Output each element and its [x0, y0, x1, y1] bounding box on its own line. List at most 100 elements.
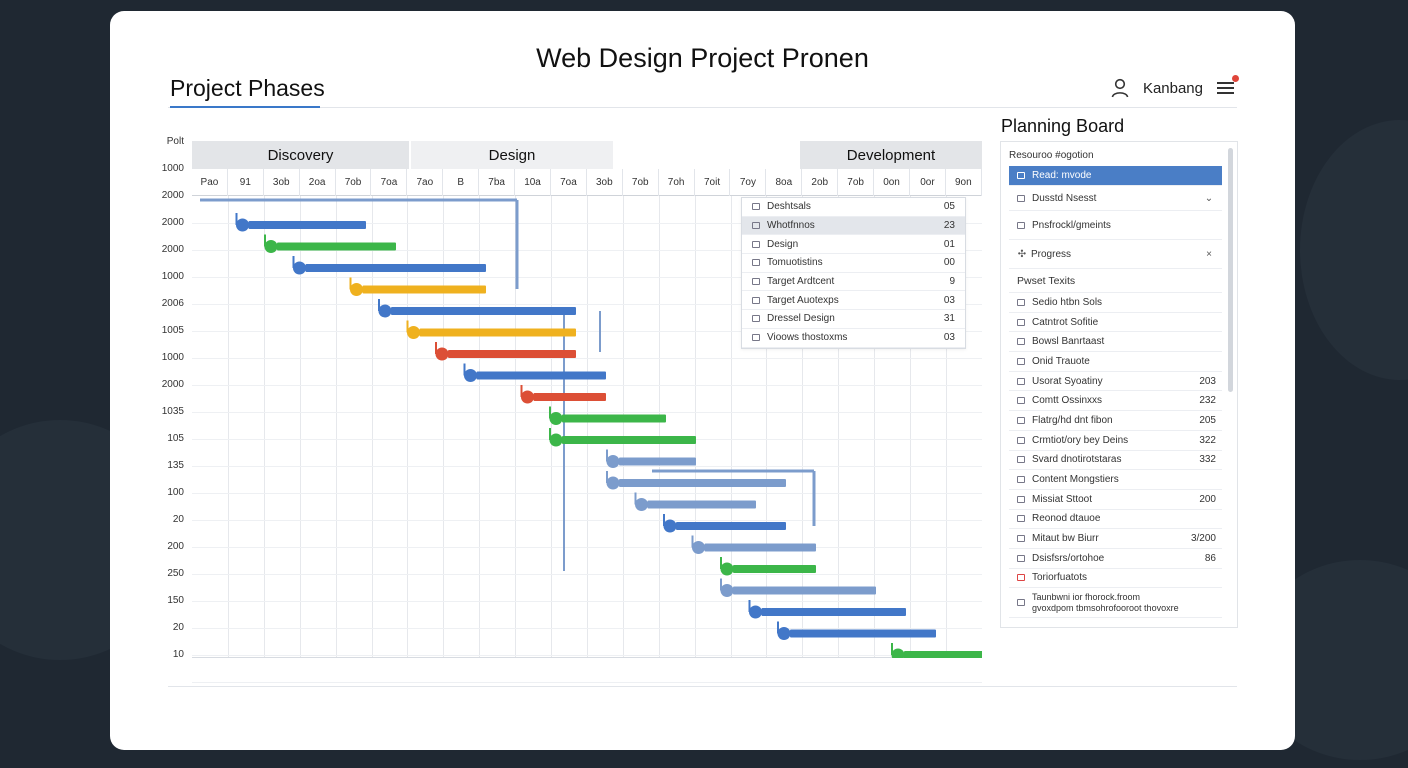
task-milestone-dot[interactable]	[236, 218, 249, 232]
task-milestone-dot[interactable]	[464, 369, 477, 382]
task-bar[interactable]	[619, 457, 696, 466]
task-milestone-dot[interactable]	[891, 648, 905, 659]
task-bar[interactable]	[562, 414, 666, 423]
task-milestone-dot[interactable]	[378, 304, 392, 318]
doc-icon	[1017, 172, 1025, 179]
task-bar[interactable]	[676, 522, 786, 530]
timeline-date: B	[443, 169, 480, 196]
board-item[interactable]: Onid Trauote	[1009, 352, 1222, 372]
task-milestone-dot[interactable]	[720, 562, 734, 576]
task-milestone-dot[interactable]	[606, 476, 620, 490]
task-milestone-dot[interactable]	[777, 627, 791, 640]
timeline-date: 0on	[874, 169, 910, 196]
y-axis-label: 135	[167, 460, 184, 471]
board-item[interactable]: Reonod dtauoe	[1009, 510, 1222, 530]
task-milestone-dot[interactable]	[350, 283, 363, 296]
timeline-date: 7oy	[731, 169, 767, 196]
y-axis-label: 2000	[161, 190, 184, 201]
board-item-label: Taunbwni ior fhorock.froom gvoxdpom tbms…	[1032, 591, 1179, 613]
menu-icon[interactable]	[1215, 75, 1239, 99]
task-bar[interactable]	[533, 393, 607, 401]
board-item[interactable]: Taunbwni ior fhorock.froom gvoxdpom tbms…	[1009, 588, 1222, 619]
board-item[interactable]: Toriorfuatots	[1009, 569, 1222, 589]
task-milestone-dot[interactable]	[692, 541, 705, 554]
board-row-2[interactable]: Dusstd Nsesst⌄	[1009, 186, 1222, 211]
task-bar[interactable]	[733, 565, 816, 573]
grid-line-horizontal	[192, 412, 982, 413]
task-milestone-dot[interactable]	[549, 412, 563, 425]
close-icon[interactable]: ×	[1206, 248, 1212, 260]
task-bar[interactable]	[619, 479, 786, 487]
task-milestone-dot[interactable]	[407, 326, 420, 339]
board-item-value: 3/200	[1190, 533, 1216, 545]
board-item-label: Catntrot Sofitie	[1032, 316, 1099, 328]
task-milestone-dot[interactable]	[293, 261, 306, 275]
board-item-label: Mitaut bw Biurr	[1032, 533, 1099, 545]
tab-project-phases[interactable]: Project Phases	[170, 75, 325, 101]
phase-discovery[interactable]: Discovery	[192, 141, 409, 169]
task-bar[interactable]	[761, 608, 907, 616]
task-milestone-dot[interactable]	[635, 498, 648, 511]
task-milestone-dot[interactable]	[606, 455, 620, 468]
task-bar[interactable]	[419, 328, 577, 337]
grid-line-vertical	[443, 196, 445, 657]
task-bar[interactable]	[904, 651, 982, 658]
task-milestone-dot[interactable]	[663, 519, 677, 533]
task-milestone-dot[interactable]	[749, 605, 762, 619]
task-bar[interactable]	[562, 436, 696, 444]
task-bar[interactable]	[248, 221, 367, 229]
task-bar[interactable]	[305, 264, 487, 272]
task-bar[interactable]	[476, 371, 607, 380]
phase-development[interactable]: Development	[800, 141, 982, 169]
board-item[interactable]: Bowsl Banrtaast	[1009, 332, 1222, 353]
board-row-4[interactable]: ✣Progress×	[1009, 240, 1222, 269]
task-bar[interactable]	[448, 350, 576, 358]
user-name[interactable]: Kanbang	[1142, 79, 1203, 97]
board-item[interactable]: Catntrot Sofitie	[1009, 313, 1222, 333]
user-icon[interactable]	[1109, 77, 1131, 99]
task-bar[interactable]	[733, 586, 876, 595]
doc-icon	[1017, 221, 1025, 229]
task-bar[interactable]	[647, 500, 757, 509]
option-value: 01	[943, 238, 955, 250]
task-bar[interactable]	[277, 242, 396, 251]
chevron-down-icon[interactable]: ⌄	[1204, 192, 1214, 204]
task-bar[interactable]	[391, 307, 576, 315]
task-milestone-dot[interactable]	[720, 584, 734, 597]
task-milestone-dot[interactable]	[264, 240, 278, 253]
phase-design[interactable]: Design	[411, 141, 613, 169]
task-milestone-dot[interactable]	[435, 347, 449, 361]
task-milestone-dot[interactable]	[521, 390, 534, 404]
task-bar[interactable]	[362, 285, 487, 294]
task-milestone-dot[interactable]	[549, 433, 563, 447]
doc-icon	[1017, 574, 1025, 582]
task-bar[interactable]	[790, 629, 936, 638]
board-scrollbar[interactable]	[1228, 148, 1233, 392]
board-item[interactable]: Mitaut bw Biurr 3/200	[1009, 529, 1222, 549]
board-row-1[interactable]: Read: mvode	[1009, 166, 1222, 186]
grid-line-horizontal	[192, 493, 982, 494]
option-value: 00	[943, 257, 955, 269]
board-item[interactable]: Content Mongstiers	[1009, 470, 1222, 490]
doc-icon	[1017, 357, 1025, 365]
task-bar[interactable]	[704, 543, 817, 552]
board-row-3[interactable]: Pnsfrockl/gmeints	[1009, 211, 1222, 240]
board-item[interactable]: Sedio htbn Sols	[1009, 293, 1222, 313]
